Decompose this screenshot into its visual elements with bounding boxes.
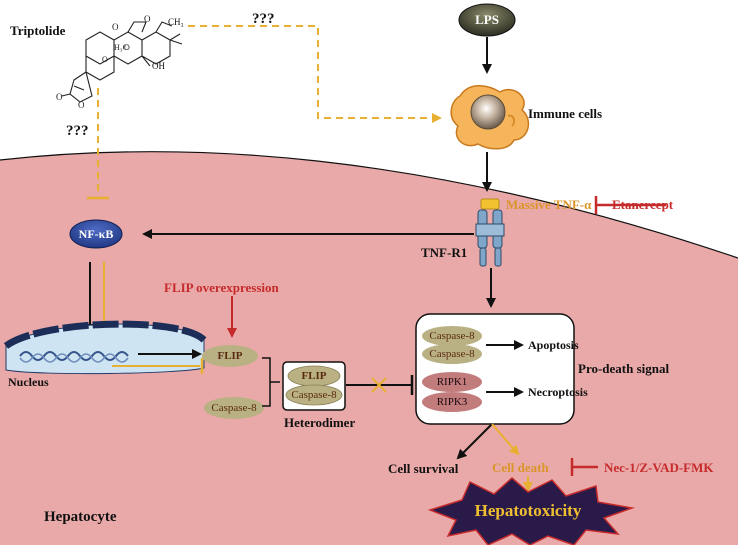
caspase8-left-pill <box>204 397 264 419</box>
svg-text:O: O <box>112 22 119 32</box>
unknown-top-label: ??? <box>252 11 275 27</box>
caspase8-left-label: Caspase-8 <box>211 402 257 414</box>
immune-cells-label: Immune cells <box>528 106 603 121</box>
triptolide-molecule <box>61 21 183 103</box>
nf-kb-label: NF-κB <box>78 227 114 241</box>
triptolide-label: Triptolide <box>10 23 66 38</box>
heterodimer-label: Heterodimer <box>284 415 356 430</box>
cell-death-label: Cell death <box>492 460 549 475</box>
hepatotoxicity-starburst <box>427 477 635 545</box>
svg-text:O: O <box>124 43 130 52</box>
lps-node <box>458 3 516 37</box>
flip-pill <box>202 345 258 367</box>
svg-text:O: O <box>144 14 151 24</box>
svg-text:O: O <box>56 92 63 102</box>
necroptosis-label: Necroptosis <box>528 385 588 399</box>
unknown-left-label: ??? <box>66 123 89 139</box>
cell-survival-label: Cell survival <box>388 461 459 476</box>
lps-label: LPS <box>475 12 499 27</box>
hepatocyte-label: Hepatocyte <box>44 509 117 525</box>
ripk3-label: RIPK3 <box>436 396 468 408</box>
etanercept-label: Etanercept <box>612 197 674 212</box>
hepatocyte-cell <box>0 151 738 545</box>
apoptosis-label: Apoptosis <box>528 338 579 352</box>
massive-tnf-label: Massive TNF-α <box>506 197 592 212</box>
svg-text:O: O <box>78 100 85 110</box>
nec-inhibitor-label: Nec-1/Z-VAD-FMK <box>604 460 714 475</box>
caspase8-b-label: Caspase-8 <box>429 348 475 360</box>
nucleus-label: Nucleus <box>8 375 49 389</box>
pro-death-signal-label: Pro-death signal <box>578 361 670 376</box>
molecule-ch3-label: CH₃ <box>168 17 184 27</box>
nf-kb-node <box>69 219 123 249</box>
heterodimer-flip-label: FLIP <box>301 370 327 382</box>
nucleus-shape <box>3 320 207 375</box>
caspase8-a-label: Caspase-8 <box>429 330 475 342</box>
immune-cell-icon <box>450 85 530 150</box>
molecule-oh-label: OH <box>152 61 165 71</box>
svg-text:O: O <box>102 55 108 64</box>
flip-pill-label: FLIP <box>217 350 243 362</box>
heterodimer-caspase8-label: Caspase-8 <box>291 389 337 401</box>
tnf-r1-label: TNF-R1 <box>421 245 468 260</box>
bracket <box>262 357 280 407</box>
ripk1-label: RIPK1 <box>436 376 468 388</box>
triptolide-to-immune-dashed <box>188 25 442 123</box>
flip-overexpression-label: FLIP overexpression <box>164 280 279 295</box>
tnf-r1-receptor <box>475 198 505 267</box>
svg-text:H₃C: H₃C <box>114 43 128 52</box>
hepatotoxicity-label: Hepatotoxicity <box>474 501 582 520</box>
